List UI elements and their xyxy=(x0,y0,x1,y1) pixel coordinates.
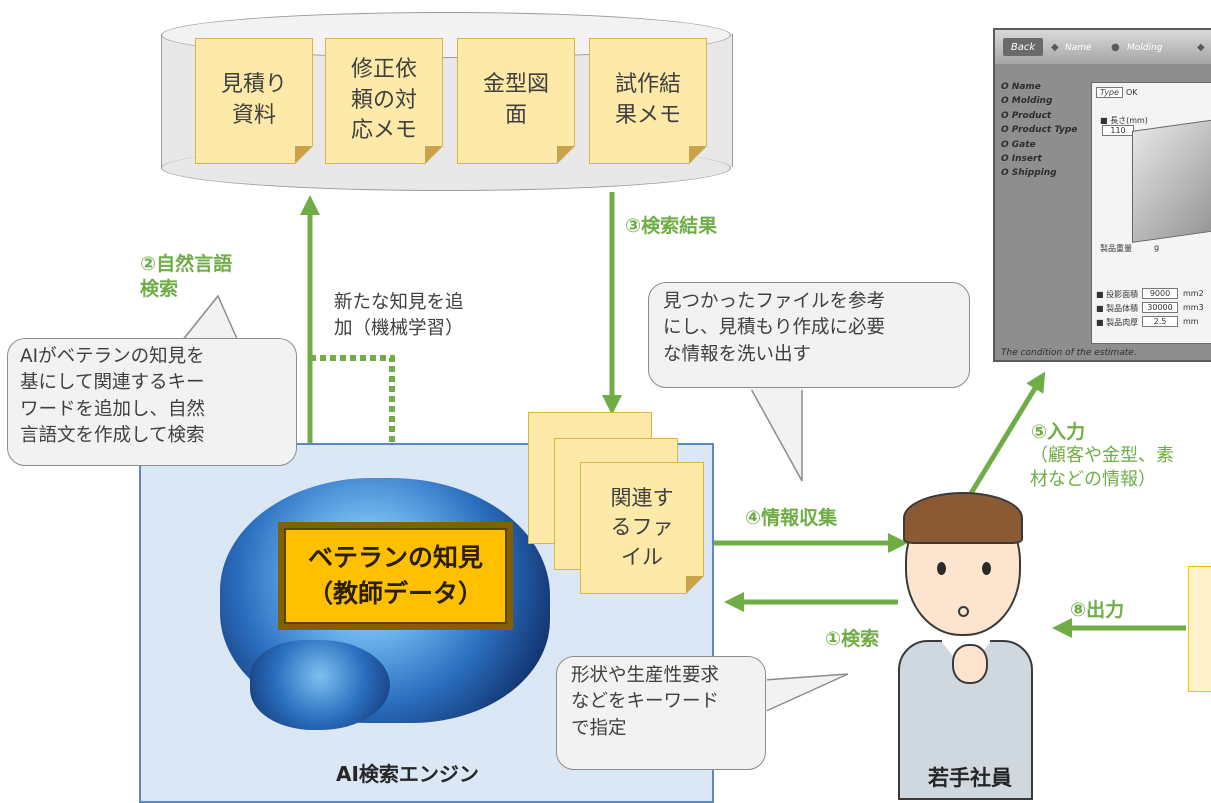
employee-hair xyxy=(903,492,1023,544)
note-estimate-docs: 見積り 資料 xyxy=(195,38,313,164)
software-status: The condition of the estimate. xyxy=(1001,348,1137,358)
weight-unit: g xyxy=(1154,243,1160,252)
callout-shape-keywords: 形状や生産性要求 などをキーワード で指定 xyxy=(556,656,766,770)
tab-name[interactable]: Name xyxy=(1065,43,1092,53)
employee-label: 若手社員 xyxy=(928,766,1012,790)
label-search: ①検索 xyxy=(825,628,880,650)
row-field[interactable]: 2.5 xyxy=(1142,316,1178,327)
label-search-result: ③検索結果 xyxy=(625,215,718,237)
callout-ai-keywords: AIがベテランの知見を 基にして関連するキー ワードを追加し、自然 言語文を作成… xyxy=(7,338,297,466)
label-machine-learning: 新たな知見を追 加（機械学習） xyxy=(334,292,464,340)
label-input-detail: （顧客や金型、素 材などの情報） xyxy=(1030,445,1174,490)
type-value: OK xyxy=(1126,88,1138,97)
menu-item[interactable]: O Product xyxy=(1001,110,1052,121)
length-field[interactable]: 110 xyxy=(1102,125,1134,136)
employee-mouth xyxy=(958,606,969,617)
callout-tail-outline xyxy=(763,673,849,714)
menu-item[interactable]: O Shipping xyxy=(1001,168,1057,179)
callout-tail-outline xyxy=(181,294,239,342)
note-mold-drawing: 金型図 面 xyxy=(457,38,575,164)
related-files-note: 関連す るファ イル xyxy=(580,462,704,594)
menu-item[interactable]: O Name xyxy=(1001,82,1041,92)
row-field[interactable]: 9000 xyxy=(1142,288,1178,299)
row-label: ■ 製品肉厚 xyxy=(1096,318,1139,327)
name-tab-icon: ◆ xyxy=(1051,42,1059,53)
employee-eye-left xyxy=(937,562,946,575)
type-label: Type xyxy=(1096,87,1123,98)
employee-hand xyxy=(952,644,988,684)
callout-tail-outline xyxy=(748,386,804,482)
label-info-collect: ④情報収集 xyxy=(745,507,838,529)
arrow-input xyxy=(967,371,1046,497)
menu-item[interactable]: O Molding xyxy=(1001,96,1053,107)
estimate-software-window: Back ◆ Name ● Molding ◆ O Name O Molding… xyxy=(993,28,1211,362)
brain-lobe xyxy=(250,640,390,730)
menu-item[interactable]: O Insert xyxy=(1001,153,1042,164)
callout-found-files: 見つかったファイルを参考 にし、見積もり作成に必要 な情報を洗い出す xyxy=(648,282,970,388)
label-natural-search: ②自然言語 検索 xyxy=(140,253,233,301)
row-label: ■ 製品体積 xyxy=(1096,304,1139,313)
veteran-knowledge-text: ベテランの知見 （教師データ） xyxy=(284,528,507,624)
note-prototype-memo: 試作結 果メモ xyxy=(589,38,707,164)
engine-label: AI検索エンジン xyxy=(336,762,479,786)
next-tab-icon: ◆ xyxy=(1197,42,1205,53)
tab-molding[interactable]: Molding xyxy=(1127,43,1163,53)
row-unit: mm3 xyxy=(1183,303,1204,312)
molding-tab-icon: ● xyxy=(1111,42,1120,53)
menu-item[interactable]: O Gate xyxy=(1001,139,1036,150)
veteran-knowledge-box: ベテランの知見 （教師データ） xyxy=(278,522,513,630)
length-label: ■ 長さ(mm) xyxy=(1100,116,1148,125)
row-unit: mm xyxy=(1183,317,1199,326)
label-output: ⑧出力 xyxy=(1070,599,1125,621)
software-menu: O Name O Molding O Product O Product Typ… xyxy=(1001,80,1087,181)
row-unit: mm2 xyxy=(1183,289,1204,298)
back-button[interactable]: Back xyxy=(1003,38,1043,56)
software-panel: Type OK ■ 長さ(mm) 110 製品重量 g ■ 投影面積 9000 … xyxy=(1091,82,1211,344)
menu-item[interactable]: O Product Type xyxy=(1001,125,1078,136)
row-field[interactable]: 30000 xyxy=(1142,302,1178,313)
weight-label: 製品重量 xyxy=(1100,244,1132,253)
output-box xyxy=(1188,566,1211,692)
row-label: ■ 投影面積 xyxy=(1096,290,1139,299)
product-cube-image xyxy=(1132,115,1211,243)
employee-eye-right xyxy=(982,562,991,575)
label-input: ⑤入力 xyxy=(1031,421,1086,443)
note-revision-memo: 修正依 頼の対 応メモ xyxy=(325,38,443,164)
